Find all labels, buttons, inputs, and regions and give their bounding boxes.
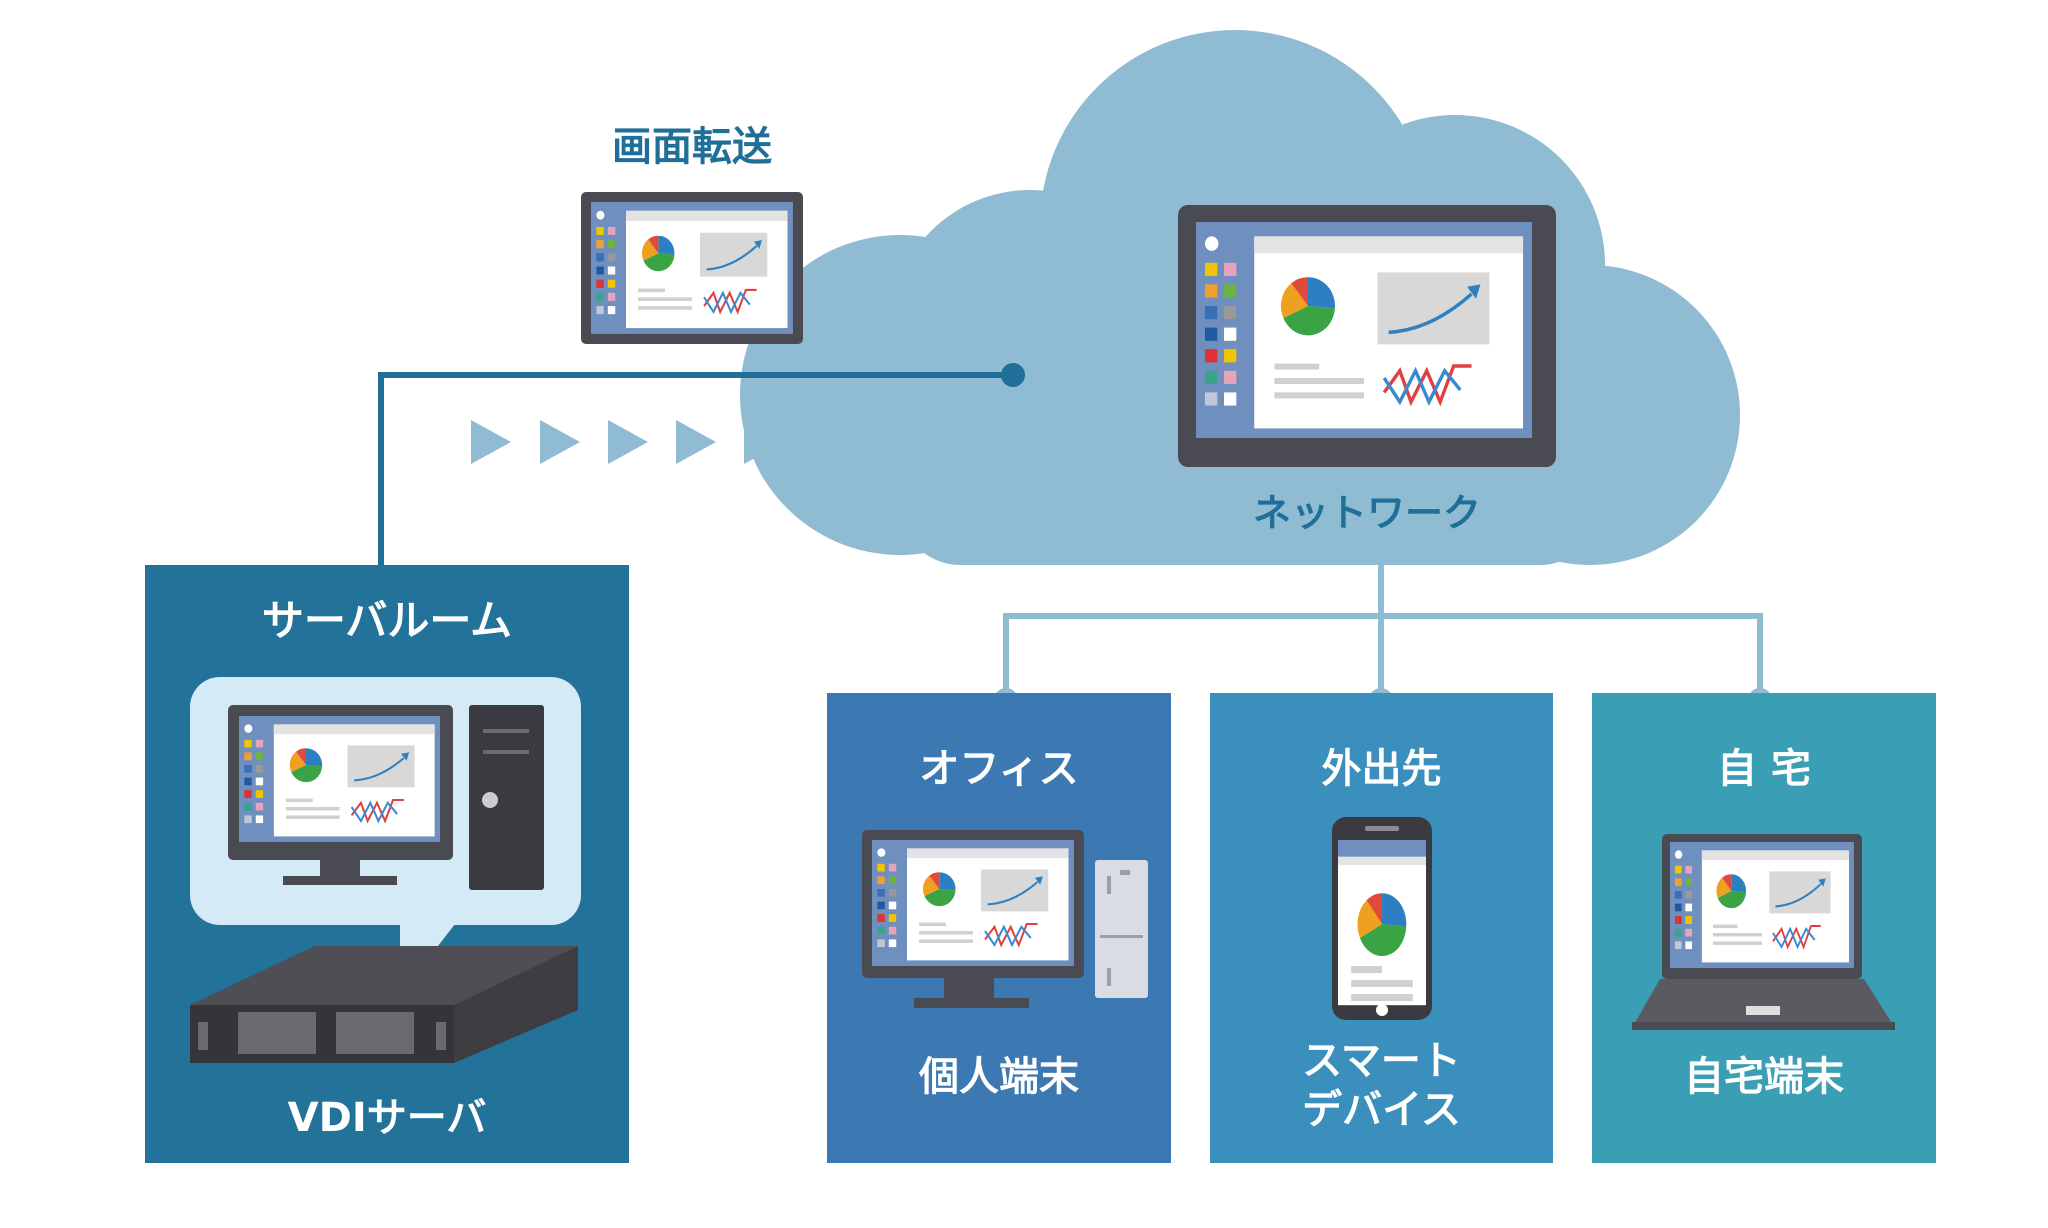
home-location-label: 自 宅 — [1717, 746, 1811, 792]
outside-device-label-line1: スマート — [1302, 1038, 1461, 1084]
server-connection-line — [378, 363, 1025, 565]
outside-device-label-line2: デバイス — [1302, 1087, 1461, 1133]
office-desktop-icon — [862, 830, 1148, 1008]
server-room-title: サーバルーム — [261, 596, 513, 645]
laptop-icon — [1632, 834, 1895, 1030]
vdi-server-icon — [190, 946, 578, 1063]
vdi-server-label: VDIサーバ — [287, 1095, 487, 1141]
cloud-tablet-icon — [1178, 205, 1556, 467]
network-label: ネットワーク — [1252, 491, 1481, 535]
endpoint-connection-lines — [1003, 560, 1763, 700]
smartphone-icon — [1332, 817, 1432, 1020]
office-device-label: 個人端末 — [919, 1054, 1079, 1100]
screen-transfer-label: 画面転送 — [612, 124, 772, 170]
office-location-label: オフィス — [919, 746, 1079, 792]
outside-location-label: 外出先 — [1321, 746, 1442, 792]
transferred-screen-icon — [581, 192, 803, 344]
home-device-label: 自宅端末 — [1684, 1054, 1844, 1100]
